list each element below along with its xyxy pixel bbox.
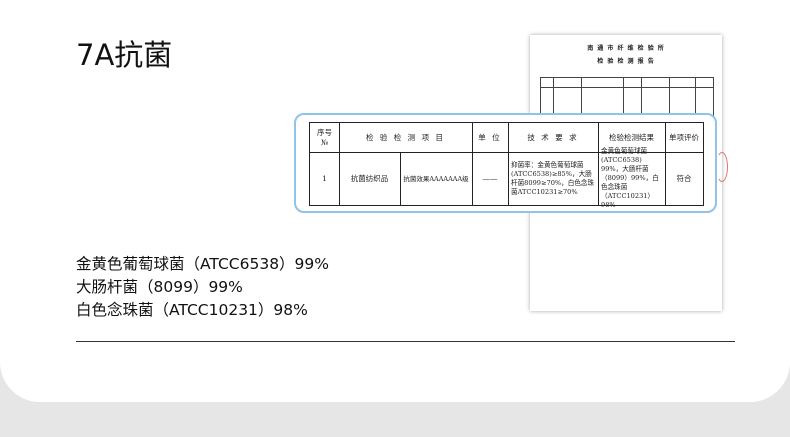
- row-evaluation: 符合: [676, 173, 692, 183]
- result-candida: 白色念珠菌（ATCC10231）98%: [76, 301, 308, 319]
- divider-line: [76, 341, 735, 342]
- row-result: 金黄色葡萄球菌(ATCC6538) 99%，大肠杆菌（8099）99%，白色念珠…: [601, 147, 659, 209]
- report-name: 检 验 检 测 报 告: [597, 58, 655, 65]
- content-card: 7A抗菌 金黄色葡萄球菌（ATCC6538）99% 大肠杆菌（8099）99% …: [0, 0, 790, 402]
- header-item: 检 验 检 测 项 目: [366, 132, 445, 142]
- header-requirement: 技 术 要 求: [527, 132, 579, 142]
- mini-table-header-row: [541, 78, 713, 88]
- row-category: 抗菌纺织品: [350, 173, 389, 183]
- header-evaluation: 单项评价: [669, 132, 699, 142]
- header-unit: 单 位: [478, 132, 502, 142]
- header-result: 检验检测结果: [609, 132, 654, 142]
- row-seq: 1: [322, 173, 327, 183]
- result-ecoli: 大肠杆菌（8099）99%: [76, 278, 243, 296]
- report-org-name: 南 通 市 纤 维 检 验 所: [587, 45, 665, 52]
- zoomed-report-table: 序号 № 检 验 检 测 项 目 单 位 技 术 要 求 检验检测结果 单项评价…: [294, 113, 717, 213]
- row-unit: ——: [482, 173, 498, 183]
- results-list: 金黄色葡萄球菌（ATCC6538）99% 大肠杆菌（8099）99% 白色念珠菌…: [76, 253, 329, 322]
- row-effect: 抗菌效果AAAAAAA级: [403, 174, 469, 183]
- result-staph: 金黄色葡萄球菌（ATCC6538）99%: [76, 255, 330, 273]
- report-table: 序号 № 检 验 检 测 项 目 单 位 技 术 要 求 检验检测结果 单项评价…: [309, 122, 704, 209]
- row-requirement: 抑菌率：金黄色葡萄球菌(ATCC6538)≥85%，大肠杆菌8099≥70%，白…: [511, 160, 595, 196]
- header-seq: 序号 №: [317, 127, 332, 147]
- page-title: 7A抗菌: [76, 38, 173, 72]
- highlight-marker: [716, 152, 728, 182]
